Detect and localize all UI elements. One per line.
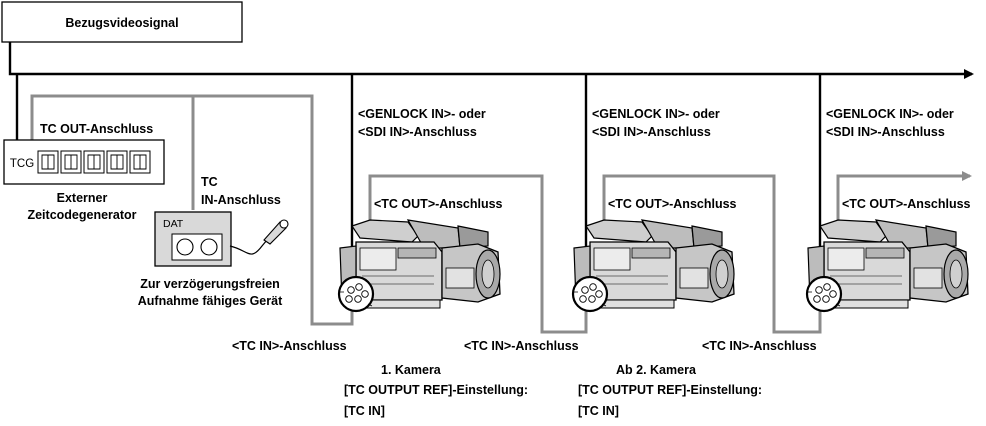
timecode-generator: TCG [3,139,165,185]
reference-signal-label: Bezugsvideosignal [65,16,178,30]
camera3-tc-in-label: <TC IN>-Anschluss [702,339,817,353]
reel-left-icon [176,238,194,256]
recorder-port-line1: TC [201,175,218,189]
camera2-tc-in-label: <TC IN>-Anschluss [464,339,579,353]
note2-title: Ab 2. Kamera [616,363,697,377]
tcg-name-line1: Externer [57,191,108,205]
note1-title: 1. Kamera [381,363,442,377]
camera2-genlock-line1: <GENLOCK IN>- oder [592,107,720,121]
timecode-lines [30,94,972,334]
tcg-name-line2: Zeitcodegenerator [27,208,136,222]
tcg-port-label: TC OUT-Anschluss [40,122,153,136]
microphone-icon [229,219,289,255]
reel-right-icon [200,238,218,256]
recorder-tag: DAT [163,218,184,230]
reference-signal-box [1,1,243,43]
note1-value: [TC IN] [344,404,385,418]
camera3-genlock-line2: <SDI IN>-Anschluss [826,125,945,139]
camera3-tc-out-label: <TC OUT>-Anschluss [842,197,971,211]
note2-setting: [TC OUTPUT REF]-Einstellung: [578,383,762,397]
camera3-connector-zoom [805,275,843,313]
note2-value: [TC IN] [578,404,619,418]
camera2-connector-zoom [571,275,609,313]
note1-setting: [TC OUTPUT REF]-Einstellung: [344,383,528,397]
recorder-device: DAT [154,211,232,267]
camera1-genlock-line2: <SDI IN>-Anschluss [358,125,477,139]
tcg-tag: TCG [10,158,34,170]
tcg-display [37,150,151,174]
recorder-port-line2: IN-Anschluss [201,193,281,207]
camera1-tc-in-label: <TC IN>-Anschluss [232,339,347,353]
camera3-genlock-line1: <GENLOCK IN>- oder [826,107,954,121]
recorder-name-line1: Zur verzögerungsfreien [140,277,280,291]
camera1-connector-zoom [337,275,375,313]
reference-signal-line [8,42,974,280]
camera1-genlock-line1: <GENLOCK IN>- oder [358,107,486,121]
recorder-name-line2: Aufnahme fähiges Gerät [138,294,283,308]
camera2-tc-out-label: <TC OUT>-Anschluss [608,197,737,211]
camera1-tc-out-label: <TC OUT>-Anschluss [374,197,503,211]
camera2-genlock-line2: <SDI IN>-Anschluss [592,125,711,139]
